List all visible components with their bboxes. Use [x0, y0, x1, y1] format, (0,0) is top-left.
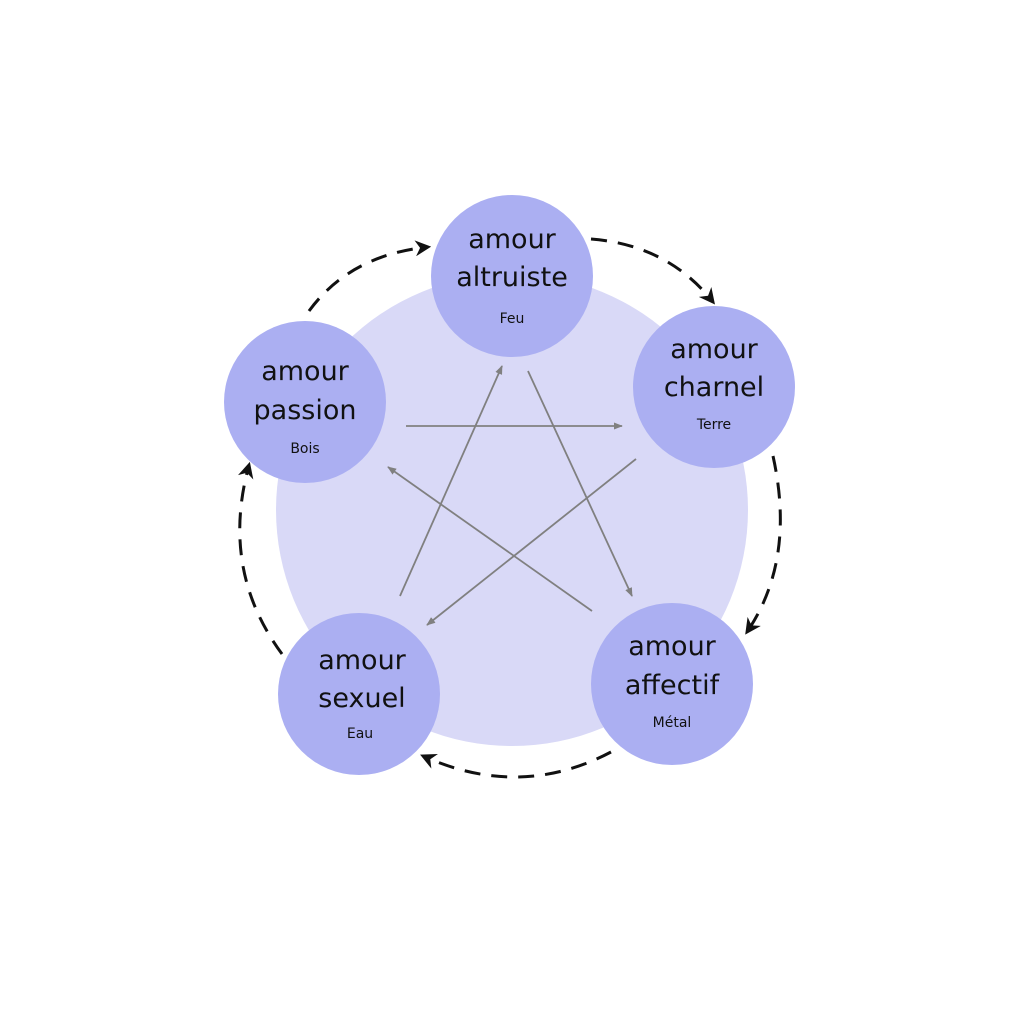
- node-title-line2: affectif: [625, 670, 721, 701]
- node-title-line2: passion: [254, 395, 357, 426]
- node-element-label: Terre: [696, 417, 731, 433]
- node-element-label: Bois: [290, 441, 319, 457]
- node-title-line1: amour: [628, 631, 716, 662]
- node-circle: [431, 195, 593, 357]
- node-circle: [591, 603, 753, 765]
- cycle-arrow-altruiste-to-charnel: [590, 237, 715, 305]
- node-title-line2: altruiste: [456, 262, 568, 293]
- node-charnel: amour charnel Terre: [633, 306, 795, 468]
- node-circle: [224, 321, 386, 483]
- node-affectif: amour affectif Métal: [591, 603, 753, 765]
- cycle-arrow-charnel-to-affectif: [745, 455, 782, 635]
- node-circle: [633, 306, 795, 468]
- star-arrow-altruiste-to-affectif: [527, 370, 633, 597]
- cycle-arrows: [237, 237, 782, 779]
- node-title-line1: amour: [261, 356, 349, 387]
- node-title-line1: amour: [468, 224, 556, 255]
- node-title-line2: sexuel: [318, 683, 405, 714]
- cycle-arrow-sexuel-to-passion: [237, 461, 284, 655]
- node-title-line1: amour: [318, 645, 406, 676]
- node-altruiste: amour altruiste Feu: [431, 195, 593, 357]
- star-arrow-charnel-to-sexuel: [426, 458, 637, 626]
- node-circle: [278, 613, 440, 775]
- node-element-label: Feu: [500, 311, 525, 327]
- cycle-arrow-affectif-to-sexuel: [420, 750, 612, 779]
- node-sexuel: amour sexuel Eau: [278, 613, 440, 775]
- node-element-label: Métal: [653, 715, 692, 731]
- star-arrows: [387, 365, 637, 626]
- node-title-line1: amour: [670, 334, 758, 365]
- node-element-label: Eau: [347, 726, 373, 742]
- cycle-arrow-passion-to-altruiste: [307, 240, 432, 312]
- star-arrow-affectif-to-passion: [387, 466, 593, 612]
- node-passion: amour passion Bois: [224, 321, 386, 483]
- star-arrow-sexuel-to-altruiste: [399, 365, 503, 597]
- node-title-line2: charnel: [664, 372, 764, 403]
